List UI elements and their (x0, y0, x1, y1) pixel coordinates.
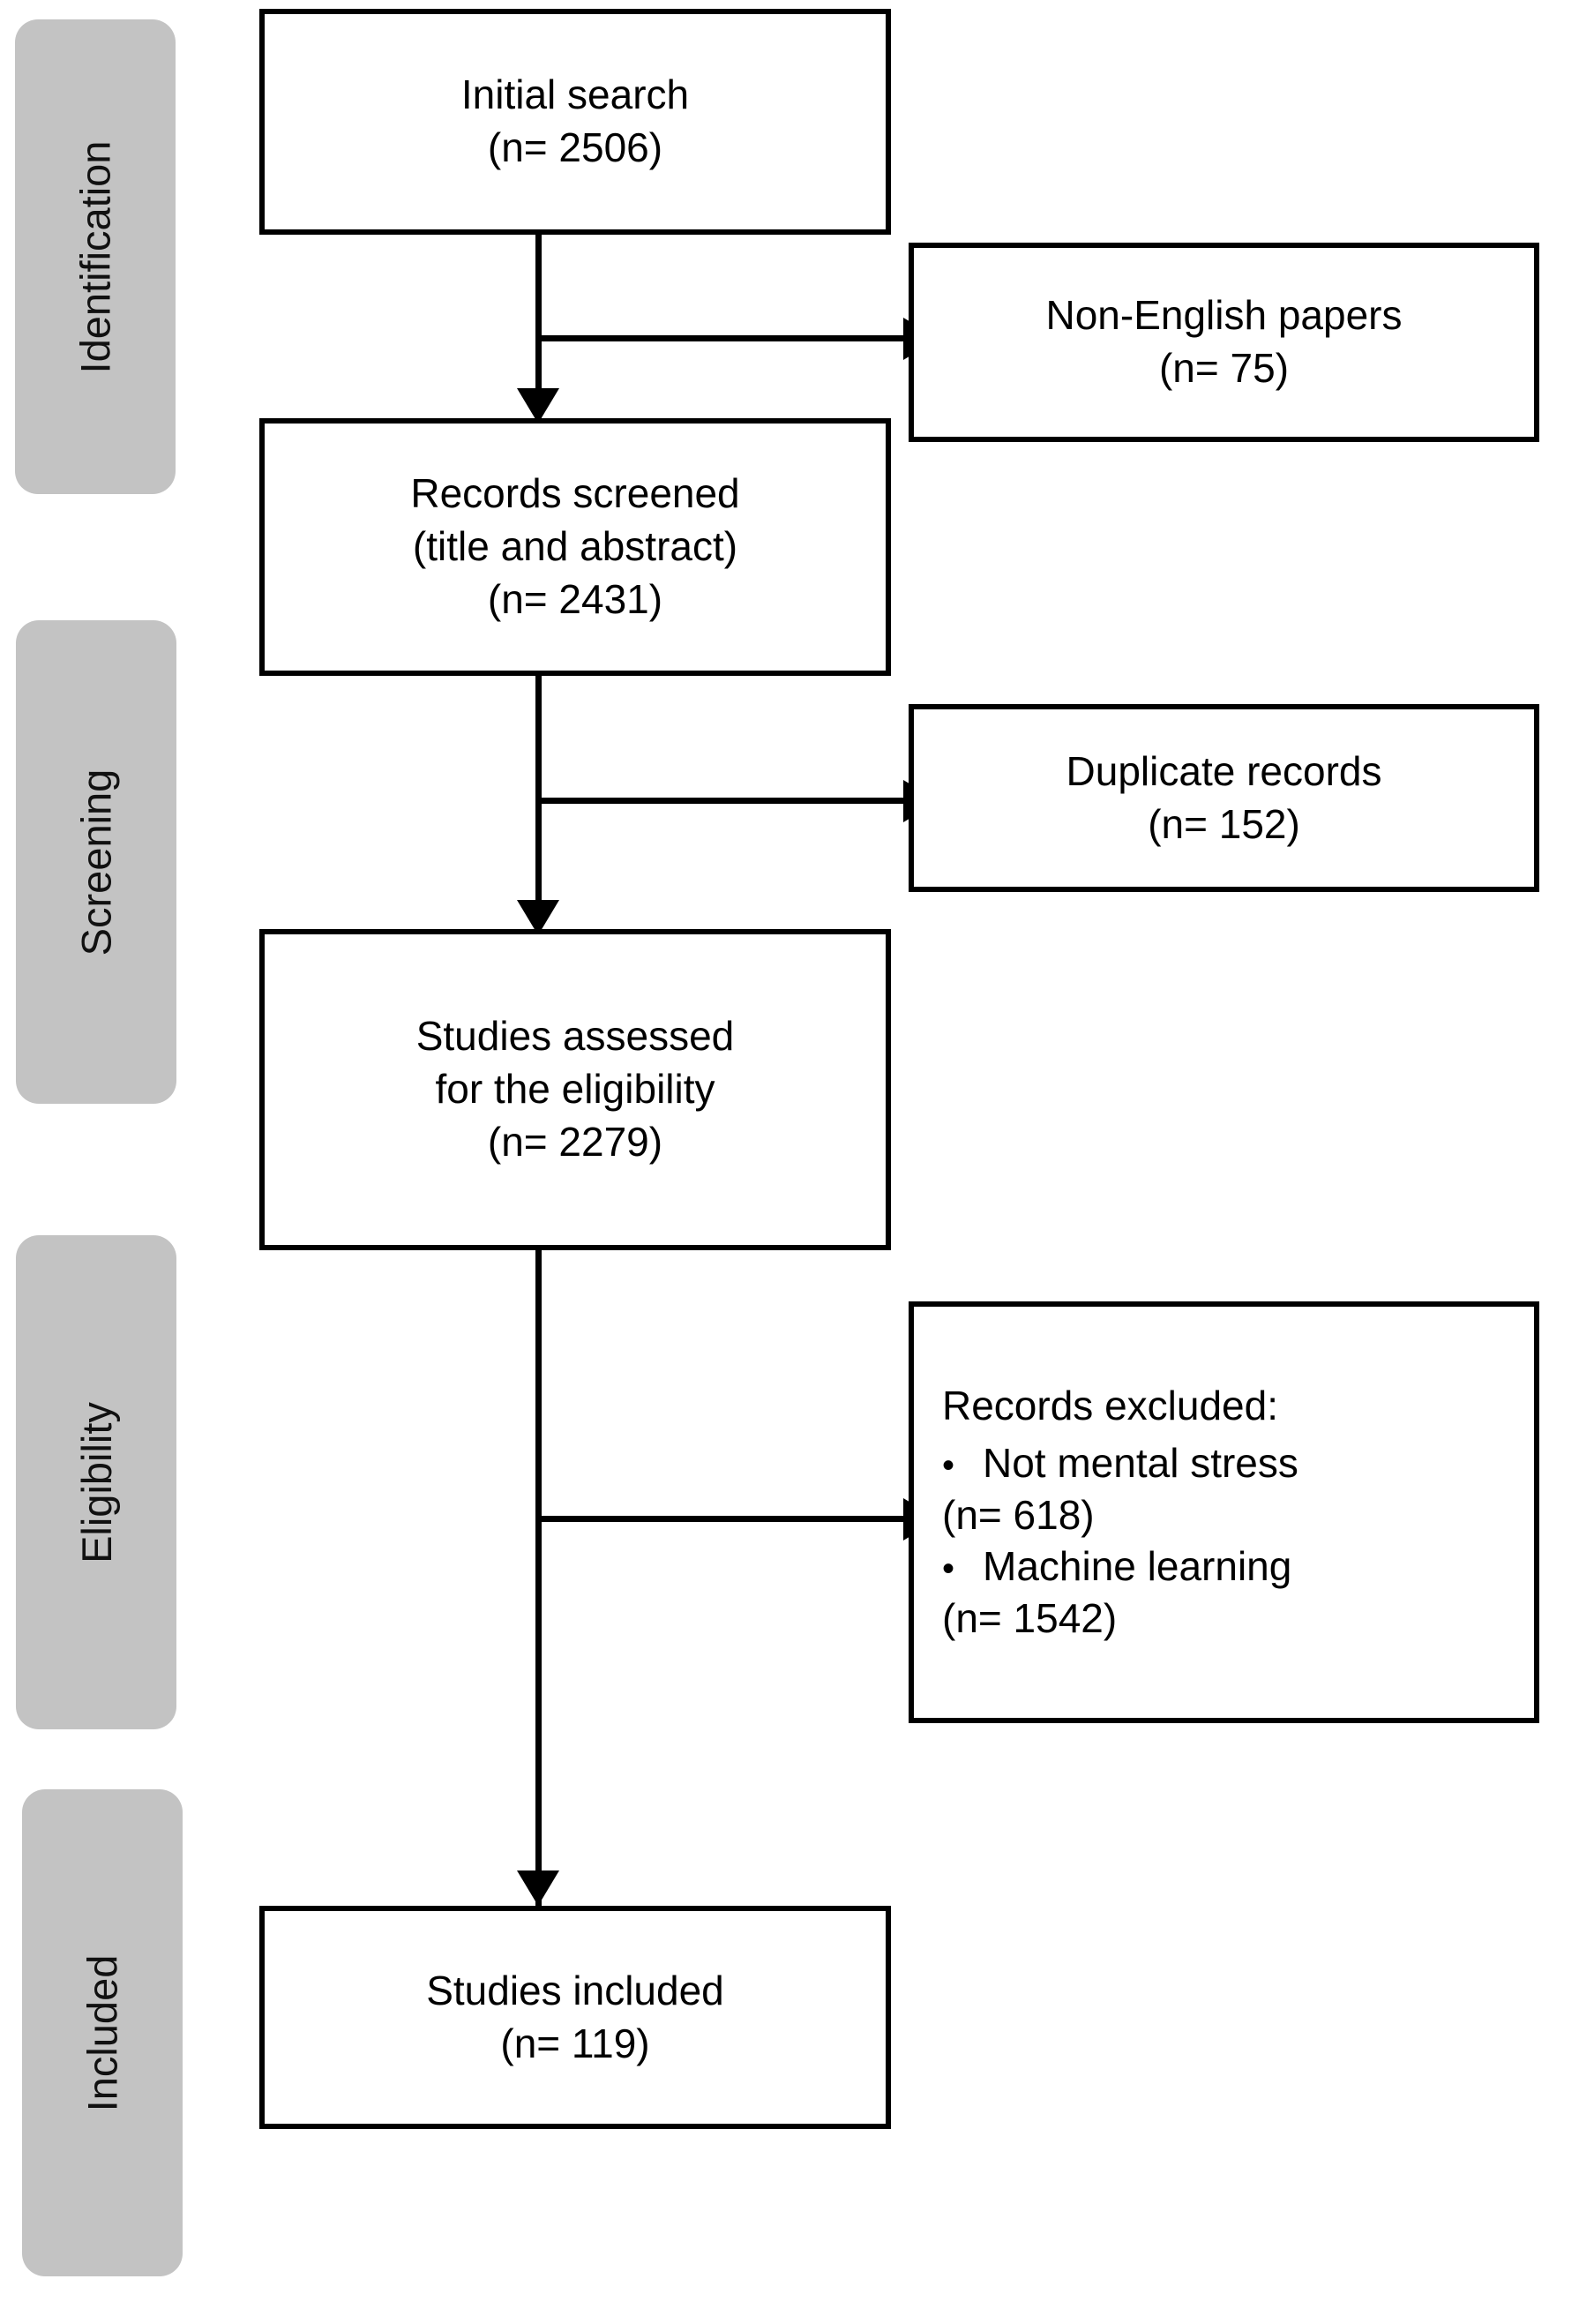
box-duplicate-records-line-2: (n= 152) (1148, 800, 1300, 847)
box-studies-assessed-line-3: (n= 2279) (487, 1118, 663, 1165)
stage-tab-eligibility-label: Eligibility (72, 1401, 120, 1563)
box-records-screened-line-3: (n= 2431) (487, 575, 663, 622)
records-excluded-item-count: (n= 618) (942, 1491, 1095, 1538)
box-records-screened-line-1: Records screened (410, 470, 740, 517)
box-records-screened-line-2: (title and abstract) (412, 523, 738, 570)
connector-assessed-to-included (535, 1250, 542, 1912)
stage-tab-included-label: Included (79, 1954, 126, 2111)
records-excluded-item-not-mental-stress: • Not mental stress (n= 618) (942, 1437, 1534, 1541)
arrow-down-to-records-screened-icon (517, 388, 559, 424)
bullet-icon: • (942, 1445, 955, 1485)
stage-tab-included: Included (22, 1789, 183, 2276)
records-excluded-title: Records excluded: (942, 1382, 1278, 1428)
box-non-english-papers-line-2: (n= 75) (1158, 345, 1290, 391)
records-excluded-item-count: (n= 1542) (942, 1595, 1118, 1642)
stage-tab-screening: Screening (16, 620, 176, 1104)
connector-branch-duplicates (535, 798, 909, 804)
box-non-english-papers-line-1: Non-English papers (1045, 292, 1403, 339)
arrow-down-to-studies-included-icon (517, 1870, 559, 1906)
stage-tab-identification: Identification (15, 19, 176, 494)
box-studies-included-line-2: (n= 119) (500, 2020, 650, 2066)
box-initial-search-line-2: (n= 2506) (487, 124, 663, 170)
records-excluded-item-machine-learning: • Machine learning (n= 1542) (942, 1541, 1534, 1645)
stage-tab-screening-label: Screening (72, 768, 120, 956)
box-initial-search: Initial search (n= 2506) (259, 9, 891, 235)
box-duplicate-records: Duplicate records (n= 152) (909, 704, 1539, 892)
box-non-english-papers: Non-English papers (n= 75) (909, 243, 1539, 442)
records-excluded-item-label: Not mental stress (983, 1439, 1298, 1486)
connector-initial-to-screened (535, 235, 542, 418)
box-studies-assessed: Studies assessed for the eligibility (n=… (259, 929, 891, 1250)
box-initial-search-line-1: Initial search (460, 71, 690, 118)
box-records-excluded: Records excluded: • Not mental stress (n… (909, 1301, 1539, 1723)
bullet-icon: • (942, 1549, 955, 1589)
connector-branch-non-english (535, 335, 909, 341)
box-studies-assessed-line-1: Studies assessed (415, 1013, 735, 1060)
box-studies-included-line-1: Studies included (426, 1967, 724, 2013)
box-duplicate-records-line-1: Duplicate records (1066, 747, 1382, 794)
stage-tab-identification-label: Identification (71, 140, 119, 373)
box-studies-included: Studies included (n= 119) (259, 1906, 891, 2129)
box-studies-assessed-line-2: for the eligibility (435, 1066, 715, 1113)
stage-tab-eligibility: Eligibility (16, 1235, 176, 1729)
records-excluded-item-label: Machine learning (983, 1543, 1292, 1590)
box-records-screened: Records screened (title and abstract) (n… (259, 418, 891, 676)
connector-branch-records-excluded (535, 1516, 909, 1522)
